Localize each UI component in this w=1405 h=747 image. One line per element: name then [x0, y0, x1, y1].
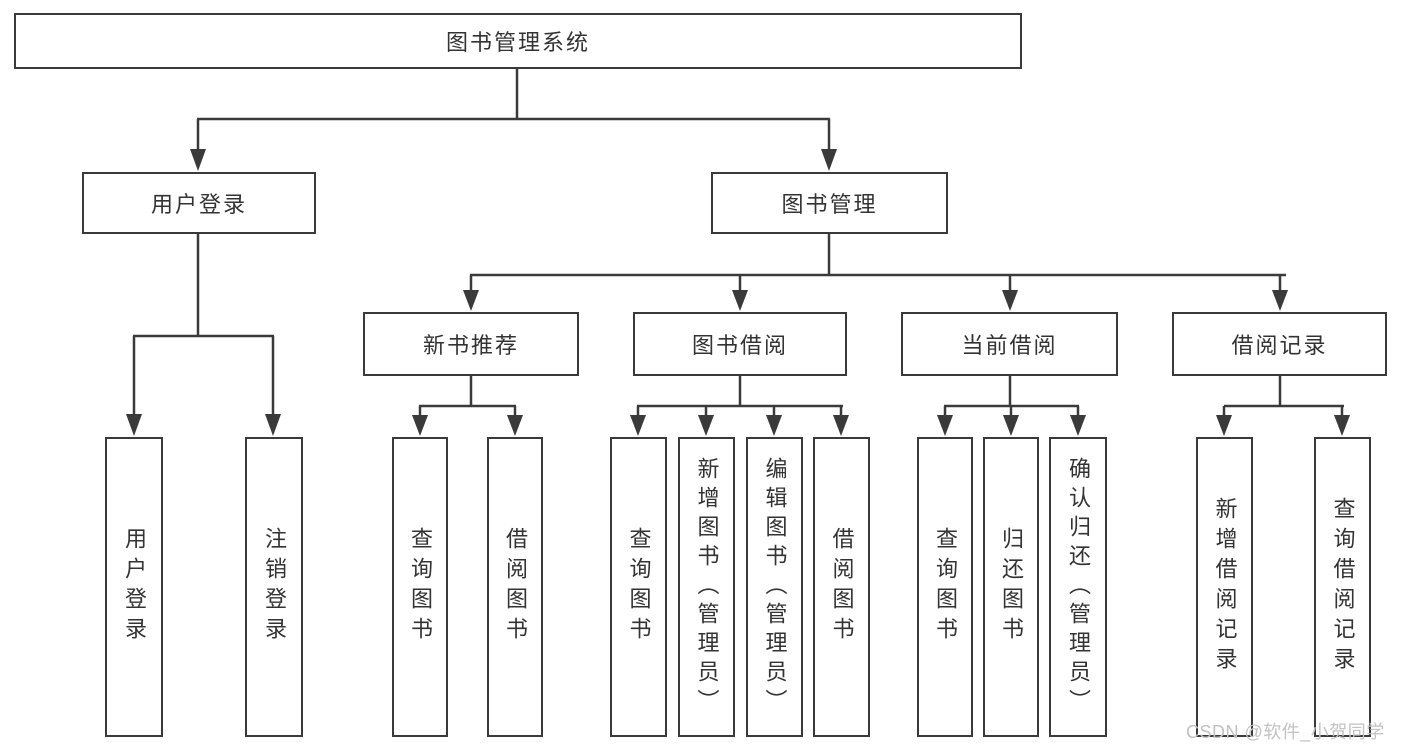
node-book-borrow: 图书借阅: [633, 312, 847, 376]
leaf-query-books: 查询图书: [610, 437, 667, 737]
node-label: 图书管理: [781, 192, 878, 217]
node-system-root: 图书管理系统: [14, 13, 1022, 69]
leaf-add-borrow-record: 新增借阅记录: [1196, 437, 1253, 737]
leaf-label: 查询图书: [933, 527, 958, 647]
node-label: 新书推荐: [422, 333, 519, 358]
leaf-borrow-books: 借阅图书: [487, 437, 543, 737]
node-label: 用户登录: [150, 192, 247, 217]
node-label: 图书借阅: [691, 333, 788, 358]
node-new-book-recommend: 新书推荐: [363, 312, 579, 376]
leaf-label: 借阅图书: [829, 527, 855, 647]
leaf-query-books: 查询图书: [917, 437, 973, 737]
leaf-add-books-admin: 新增图书（管理员）: [678, 437, 735, 737]
leaf-label: 新增图书（管理员）: [694, 456, 720, 718]
arrowheads: [126, 149, 1350, 436]
leaf-label: 查询借阅记录: [1330, 497, 1356, 677]
leaf-query-books: 查询图书: [392, 437, 448, 737]
node-borrow-records: 借阅记录: [1172, 312, 1387, 376]
leaf-return-books: 归还图书: [983, 437, 1039, 737]
leaf-label: 用户登录: [122, 527, 147, 647]
leaf-label: 查询图书: [626, 527, 652, 647]
node-book-management: 图书管理: [711, 172, 948, 234]
leaf-label: 注销登录: [262, 527, 287, 647]
leaf-label: 新增借阅记录: [1212, 497, 1238, 677]
node-current-borrow: 当前借阅: [901, 312, 1118, 376]
leaf-query-borrow-record: 查询借阅记录: [1314, 437, 1371, 737]
node-label: 图书管理系统: [445, 30, 590, 55]
csdn-watermark: CSDN @软件_小贺同学: [1186, 722, 1385, 742]
leaf-label: 归还图书: [999, 527, 1024, 647]
node-label: 借阅记录: [1231, 333, 1328, 358]
node-user-login: 用户登录: [82, 172, 316, 234]
leaf-label: 查询图书: [408, 527, 433, 647]
leaf-borrow-books: 借阅图书: [813, 437, 870, 737]
leaf-logout: 注销登录: [245, 437, 303, 737]
leaf-label: 借阅图书: [503, 527, 528, 647]
node-label: 当前借阅: [961, 333, 1058, 358]
leaf-confirm-return-admin: 确认归还（管理员）: [1049, 437, 1107, 737]
leaf-label: 确认归还（管理员）: [1066, 456, 1091, 718]
leaf-user-login: 用户登录: [105, 437, 163, 737]
leaf-label: 编辑图书（管理员）: [762, 456, 788, 718]
leaf-edit-books-admin: 编辑图书（管理员）: [746, 437, 803, 737]
